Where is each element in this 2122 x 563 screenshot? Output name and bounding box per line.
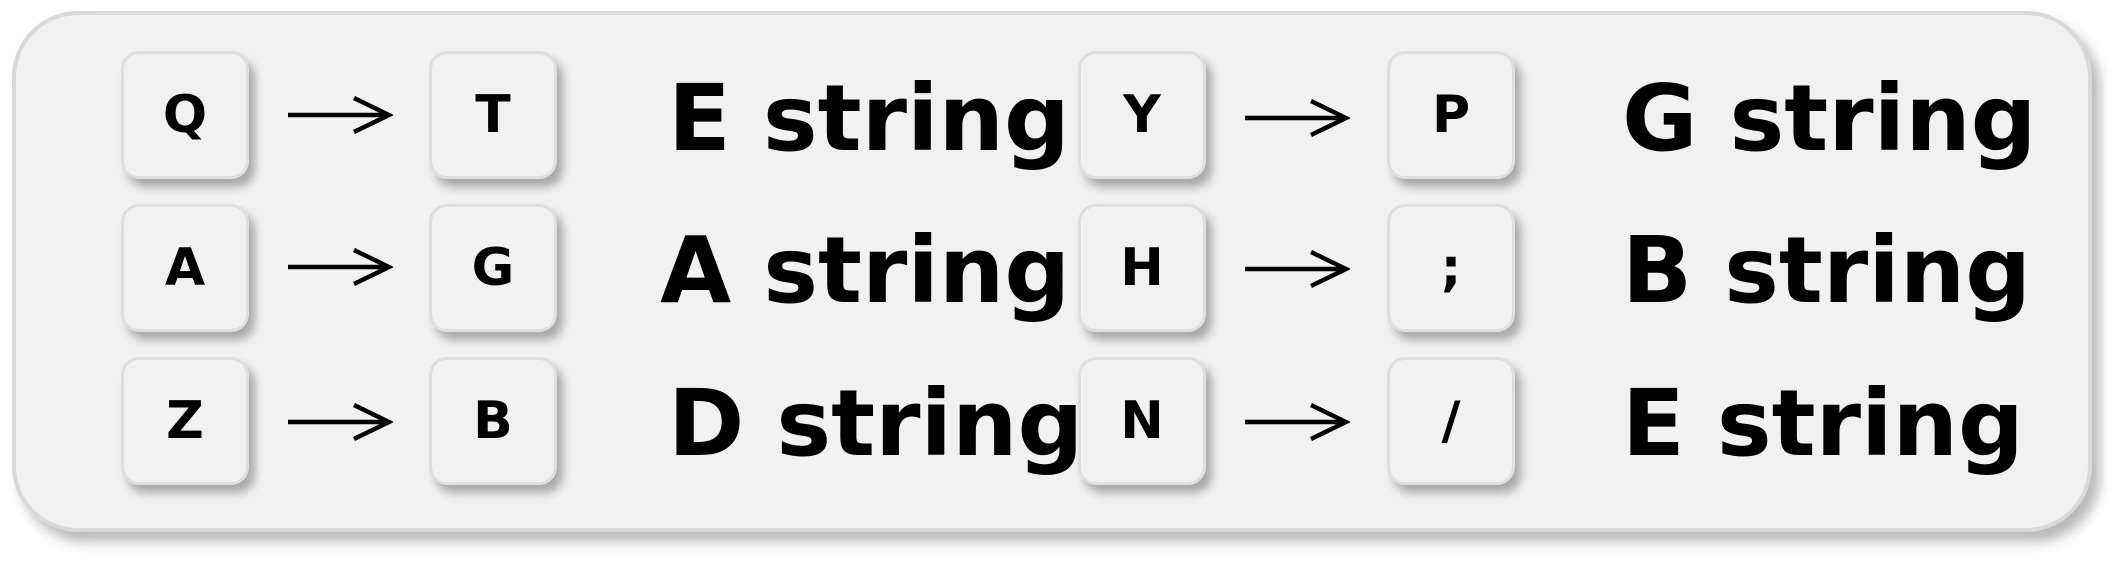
string-label: E string — [1622, 370, 2024, 477]
string-label: G string — [1622, 65, 2037, 172]
key-from: Y — [1078, 51, 1206, 179]
arrow-icon — [288, 95, 393, 135]
key-from: A — [121, 204, 249, 332]
arrow-icon — [288, 247, 393, 287]
string-label: E string — [668, 65, 1070, 172]
key-from: Z — [121, 357, 249, 485]
key-to: / — [1387, 357, 1515, 485]
arrow-icon — [1245, 98, 1350, 138]
key-to: B — [429, 357, 557, 485]
arrow-icon — [1245, 402, 1350, 442]
string-label: D string — [668, 370, 1084, 477]
key-to: G — [429, 204, 557, 332]
key-to: ; — [1387, 204, 1515, 332]
key-from: Q — [121, 51, 249, 179]
key-from: H — [1078, 204, 1206, 332]
key-to: T — [429, 51, 557, 179]
key-from: N — [1078, 357, 1206, 485]
string-label: A string — [660, 217, 1071, 324]
key-to: P — [1387, 51, 1515, 179]
string-label: B string — [1622, 217, 2032, 324]
arrow-icon — [1245, 249, 1350, 289]
arrow-icon — [288, 402, 393, 442]
